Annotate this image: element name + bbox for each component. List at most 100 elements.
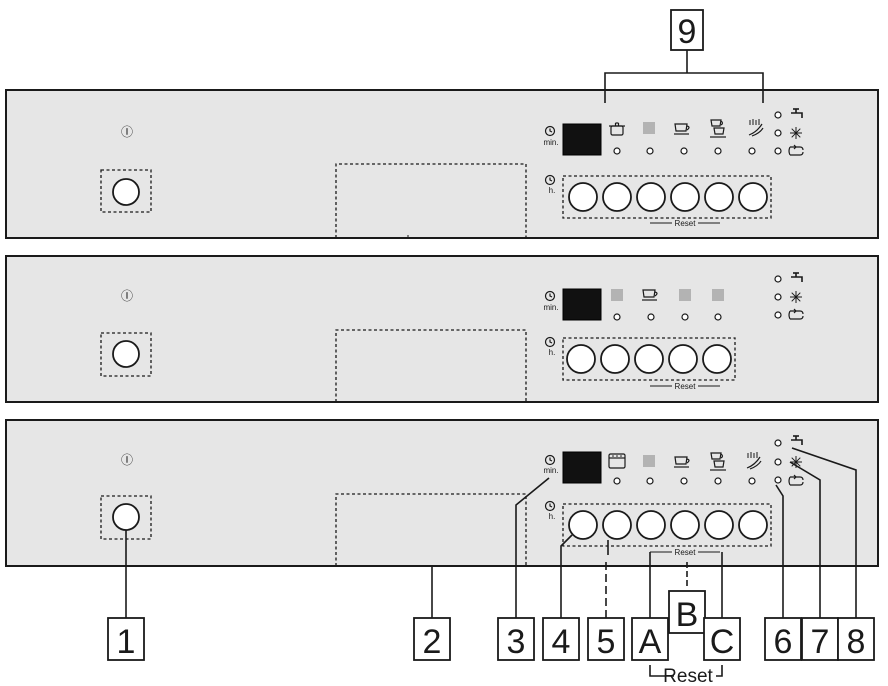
callout-4-label: 4 — [552, 623, 571, 661]
callout-3-label: 3 — [507, 623, 526, 661]
callout-4: 4 — [542, 617, 580, 661]
indicator-led-refill-middle — [774, 311, 782, 319]
program-button-3-middle[interactable] — [634, 344, 664, 374]
program-button-2-middle[interactable] — [600, 344, 630, 374]
callout-1-label: 1 — [117, 623, 136, 661]
program-led-1-bottom — [613, 477, 621, 485]
indicator-led-tap-bottom — [774, 439, 782, 447]
power-button-frame-top — [100, 169, 152, 213]
program-button-1-bottom[interactable] — [568, 510, 598, 540]
program-led-3-top — [680, 147, 688, 155]
square-icon-top — [643, 122, 655, 134]
program-button-4-middle[interactable] — [668, 344, 698, 374]
square-icon-2-middle — [679, 289, 691, 301]
hour-unit-bottom: h. — [549, 512, 556, 521]
callout-b: B — [668, 590, 706, 634]
door-handle-recess-middle — [335, 329, 527, 402]
program-button-3-bottom[interactable] — [636, 510, 666, 540]
square-icon-1-middle — [611, 289, 623, 301]
program-button-2-top[interactable] — [602, 182, 632, 212]
panel-bottom: Ⓘ min. h. Reset — [5, 419, 879, 567]
callout-7-label: 7 — [811, 623, 830, 661]
callout-9-box — [670, 9, 704, 51]
program-button-1-top[interactable] — [568, 182, 598, 212]
program-button-3-top[interactable] — [636, 182, 666, 212]
callout-9: 9 — [604, 9, 764, 103]
reset-label-callout: Reset — [663, 666, 713, 686]
callout-6-label: 6 — [774, 623, 793, 661]
program-button-4-top[interactable] — [670, 182, 700, 212]
power-button-frame-middle — [100, 332, 152, 377]
program-button-4-bottom[interactable] — [670, 510, 700, 540]
power-button-bottom[interactable] — [112, 503, 140, 531]
reset-label-middle: Reset — [675, 382, 697, 391]
min-unit-top: min. — [543, 138, 558, 147]
program-led-5-top — [748, 147, 756, 155]
button-group-frame-bottom — [562, 503, 772, 547]
program-led-4-top — [714, 147, 722, 155]
square-icon-3-middle — [712, 289, 724, 301]
panel-bottom-frame — [5, 419, 879, 567]
callout-b-label: B — [676, 596, 699, 634]
callout-8-label: 8 — [847, 623, 866, 661]
program-button-1-middle[interactable] — [566, 344, 596, 374]
callout-c-label: C — [710, 623, 735, 661]
power-button-top[interactable] — [112, 178, 140, 206]
indicator-led-tap-middle — [774, 275, 782, 283]
program-button-2-bottom[interactable] — [602, 510, 632, 540]
button-group-frame-top — [562, 175, 772, 219]
program-led-1-middle — [613, 313, 621, 321]
program-led-3-bottom — [680, 477, 688, 485]
program-led-2-bottom — [646, 477, 654, 485]
time-display-bottom — [562, 451, 602, 484]
button-group-frame-middle — [562, 337, 736, 381]
callout-5-label: 5 — [597, 623, 616, 661]
min-unit-bottom: min. — [543, 466, 558, 475]
square-icon-bottom — [643, 455, 655, 467]
sun-icon-middle — [789, 290, 803, 304]
panel-top: Ⓘ min. h. Reset — [5, 89, 879, 239]
program-button-5-top[interactable] — [704, 182, 734, 212]
callout-a: A — [631, 617, 669, 661]
reset-label-top: Reset — [675, 219, 697, 228]
callout-1: 1 — [107, 617, 145, 661]
power-button-middle[interactable] — [112, 340, 140, 368]
program-button-5-middle[interactable] — [702, 344, 732, 374]
callout-9-bracket — [604, 50, 764, 103]
callout-c: C — [703, 617, 741, 661]
time-display-middle — [562, 288, 602, 321]
callout-8: 8 — [837, 617, 875, 661]
callout-2-label: 2 — [423, 623, 442, 661]
program-led-1-top — [613, 147, 621, 155]
time-display-top — [562, 123, 602, 156]
callout-2: 2 — [413, 617, 451, 661]
sun-icon-top — [789, 126, 803, 140]
program-led-2-top — [646, 147, 654, 155]
program-led-2-middle — [647, 313, 655, 321]
leader-lines — [125, 447, 857, 677]
indicator-led-refill-top — [774, 147, 782, 155]
reset-bracket-bottom — [649, 665, 723, 677]
panel-top-frame — [5, 89, 879, 239]
callout-7: 7 — [801, 617, 839, 661]
hour-unit-top: h. — [549, 186, 556, 195]
program-led-4-bottom — [714, 477, 722, 485]
indicator-led-refill-bottom — [774, 476, 782, 484]
program-led-5-bottom — [748, 477, 756, 485]
power-symbol-bottom: Ⓘ — [121, 453, 133, 467]
program-button-6-bottom[interactable] — [738, 510, 768, 540]
callout-3: 3 — [497, 617, 535, 661]
door-handle-recess-bottom — [335, 493, 527, 566]
power-symbol-top: Ⓘ — [121, 125, 133, 139]
indicator-led-tap-top — [774, 111, 782, 119]
callout-6: 6 — [764, 617, 802, 661]
program-button-6-top[interactable] — [738, 182, 768, 212]
indicator-led-sun-bottom — [774, 458, 782, 466]
indicator-led-sun-middle — [774, 293, 782, 301]
panel-middle-frame — [5, 255, 879, 403]
panel-middle: Ⓘ min. h. Reset — [5, 255, 879, 403]
program-button-5-bottom[interactable] — [704, 510, 734, 540]
power-symbol-middle: Ⓘ — [121, 289, 133, 303]
callout-5: 5 — [587, 617, 625, 661]
